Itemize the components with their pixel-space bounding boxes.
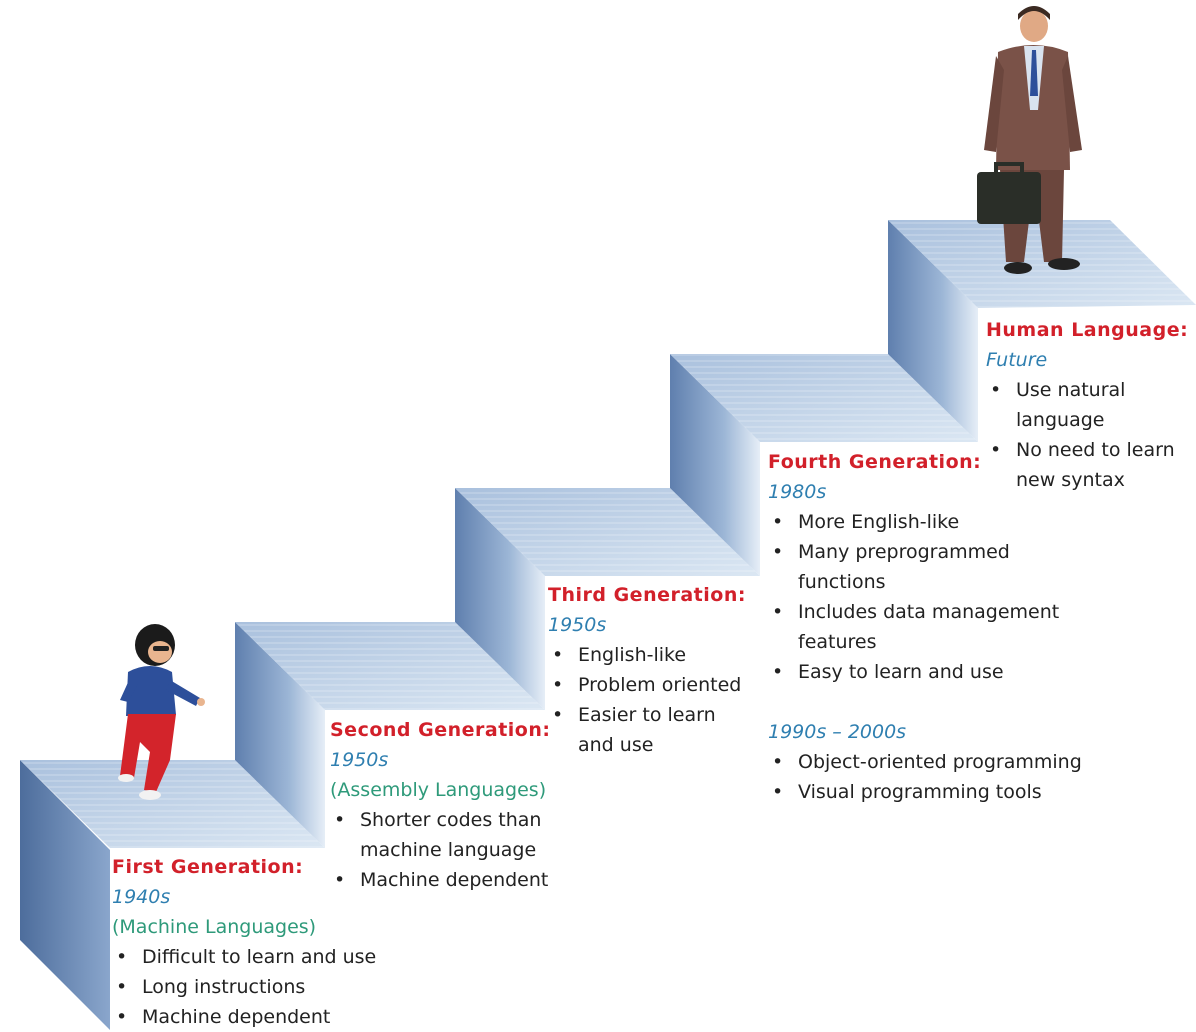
second-generation-title: Second Generation:: [330, 719, 551, 741]
first-generation-bullet: Difficult to learn and use: [112, 942, 376, 972]
fourth-generation-bullet: Object-oriented programming: [768, 747, 1082, 777]
first-generation-bullet: Long instructions: [112, 972, 376, 1002]
first-generation-title: First Generation:: [112, 856, 304, 878]
fourth-generation-era-2: 1990s – 2000s: [768, 721, 907, 743]
first-generation-bullet: Machine dependent: [112, 1002, 376, 1032]
human-language-block: Human Language: Future Use natural langu…: [986, 315, 1188, 495]
step-2-top-lines: [235, 622, 545, 710]
human-language-bullet-continued: new syntax: [1016, 469, 1125, 491]
step-4-top-lines: [670, 354, 978, 442]
step-3-top-lines: [455, 488, 760, 576]
human-language-title: Human Language:: [986, 319, 1189, 341]
riser-3: [670, 354, 760, 576]
step-5-top-lines: [888, 220, 1196, 308]
third-generation-bullet: Easier to learn: [548, 700, 746, 730]
fourth-generation-block: Fourth Generation: 1980s More English-li…: [768, 447, 1082, 807]
fourth-generation-era: 1980s: [768, 481, 827, 503]
fourth-generation-title: Fourth Generation:: [768, 451, 982, 473]
fourth-generation-bullet: More English-like: [768, 507, 1082, 537]
third-generation-title: Third Generation:: [548, 584, 746, 606]
fourth-generation-bullet-continued: functions: [798, 571, 886, 593]
second-generation-bullet: Machine dependent: [330, 865, 551, 895]
human-language-era: Future: [986, 349, 1048, 371]
second-generation-block: Second Generation: 1950s (Assembly Langu…: [330, 715, 551, 895]
human-language-bullet: No need to learn: [986, 435, 1188, 465]
step-1-top-lines: [20, 760, 325, 848]
fourth-generation-bullet-continued: features: [798, 631, 877, 653]
human-language-bullet: Use natural: [986, 375, 1188, 405]
second-generation-bullet: Shorter codes than: [330, 805, 551, 835]
businessman-figure: [977, 6, 1082, 274]
stair-side: [20, 760, 110, 1030]
first-generation-block: First Generation: 1940s (Machine Languag…: [112, 852, 376, 1032]
third-generation-bullet-continued: and use: [578, 734, 654, 756]
third-generation-bullet: English-like: [548, 640, 746, 670]
riser-4: [888, 220, 978, 442]
third-generation-era: 1950s: [548, 614, 607, 636]
human-language-bullet-continued: language: [1016, 409, 1105, 431]
first-generation-era: 1940s: [112, 886, 171, 908]
second-generation-bullet-continued: machine language: [360, 839, 537, 861]
riser-2: [455, 488, 545, 710]
third-generation-block: Third Generation: 1950s English-like Pro…: [548, 580, 746, 760]
child-figure: [118, 624, 205, 800]
second-generation-era: 1950s: [330, 749, 389, 771]
riser-1: [235, 622, 325, 848]
third-generation-bullet: Problem oriented: [548, 670, 746, 700]
first-generation-subtitle: (Machine Languages): [112, 916, 317, 938]
fourth-generation-bullet: Many preprogrammed: [768, 537, 1082, 567]
second-generation-subtitle: (Assembly Languages): [330, 779, 547, 801]
fourth-generation-bullet: Easy to learn and use: [768, 657, 1082, 687]
fourth-generation-bullet: Includes data management: [768, 597, 1082, 627]
fourth-generation-bullet: Visual programming tools: [768, 777, 1082, 807]
